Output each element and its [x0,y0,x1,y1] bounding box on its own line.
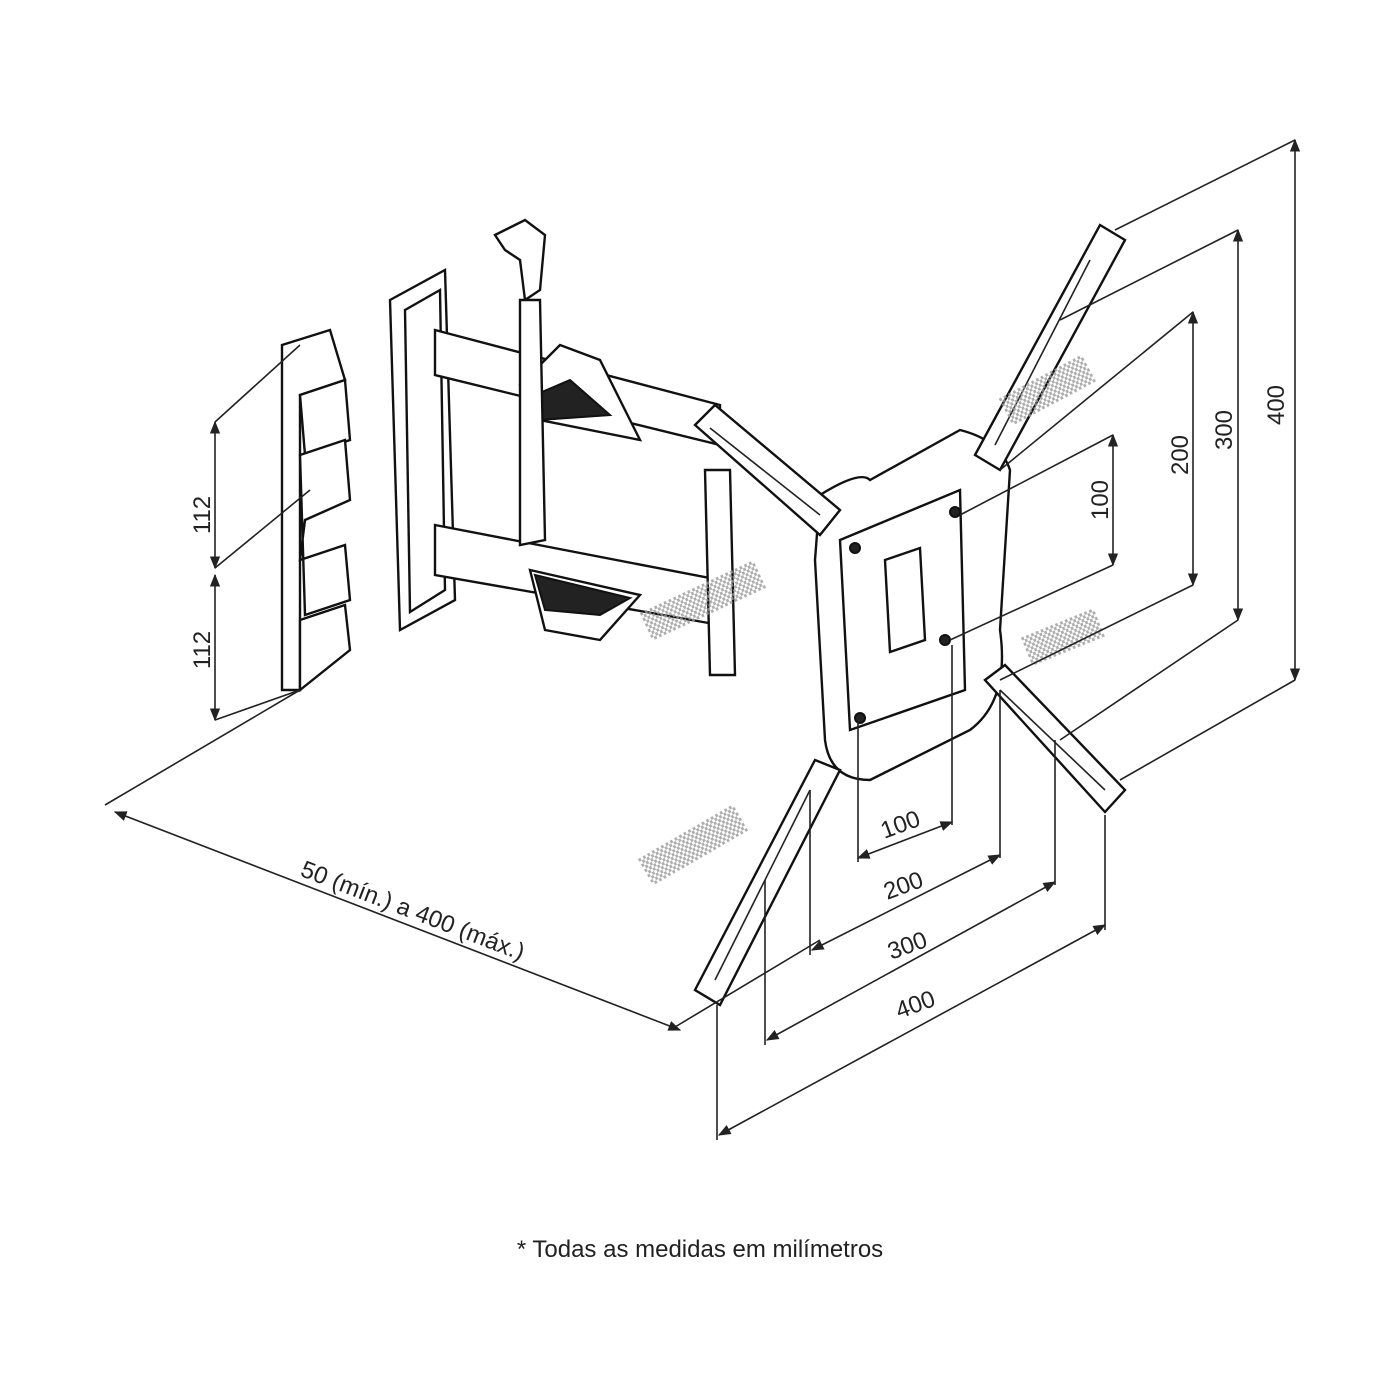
svg-text:▒▒▒▒▒▒▒: ▒▒▒▒▒▒▒ [638,803,749,886]
dim-h-100: 100 [877,805,924,844]
wall-plate [280,268,457,693]
dim-112-lower: 112 [189,631,216,669]
wall-spacing-dimension: 112 112 [189,344,311,722]
dim-v-300: 300 [1211,410,1238,450]
dim-v-200: 200 [1167,435,1194,475]
svg-text:▒▒▒▒▒: ▒▒▒▒▒ [1021,607,1106,666]
dim-h-200: 200 [880,866,927,905]
dim-v-400: 400 [1263,385,1290,425]
dim-h-300: 300 [884,926,931,965]
units-footnote: * Todas as medidas em milímetros [516,1236,884,1263]
dim-112-upper: 112 [189,496,216,534]
swing-arms [433,218,737,677]
dim-extension: 50 (mín.) a 400 (máx.) [297,856,528,966]
vertical-vesa-dimensions: 100 200 300 400 [949,138,1301,781]
vesa-plate [813,428,1012,782]
dim-v-100: 100 [1087,480,1114,520]
